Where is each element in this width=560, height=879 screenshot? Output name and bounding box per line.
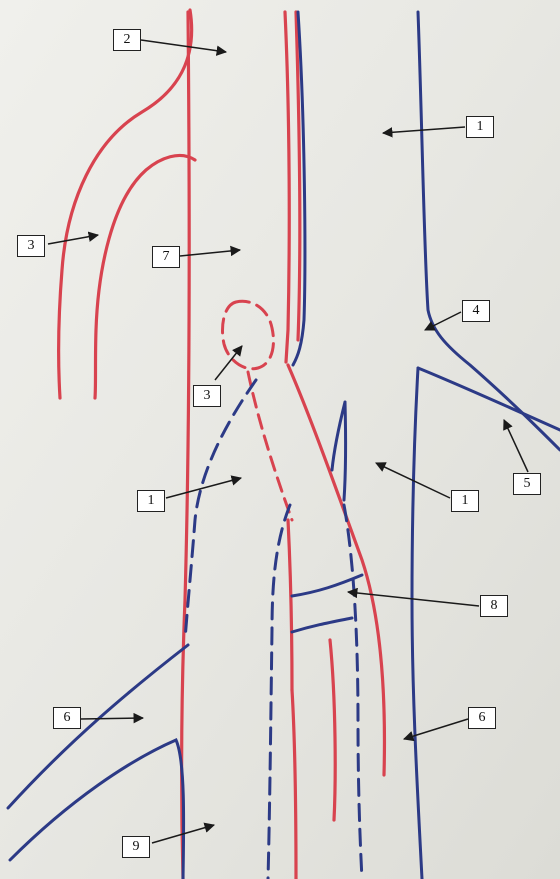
callout-label: 6 — [468, 707, 496, 729]
callout-label: 9 — [122, 836, 150, 858]
callout-label: 4 — [462, 300, 490, 322]
arrow-6-left — [80, 718, 143, 719]
callout-label: 5 — [513, 473, 541, 495]
callout-label: 1 — [137, 490, 165, 512]
callout-label: 3 — [193, 385, 221, 407]
callout-label: 7 — [152, 246, 180, 268]
callout-label: 6 — [53, 707, 81, 729]
callout-label: 8 — [480, 595, 508, 617]
callout-label: 1 — [466, 116, 494, 138]
callout-label: 2 — [113, 29, 141, 51]
callout-label: 3 — [17, 235, 45, 257]
callout-label: 1 — [451, 490, 479, 512]
